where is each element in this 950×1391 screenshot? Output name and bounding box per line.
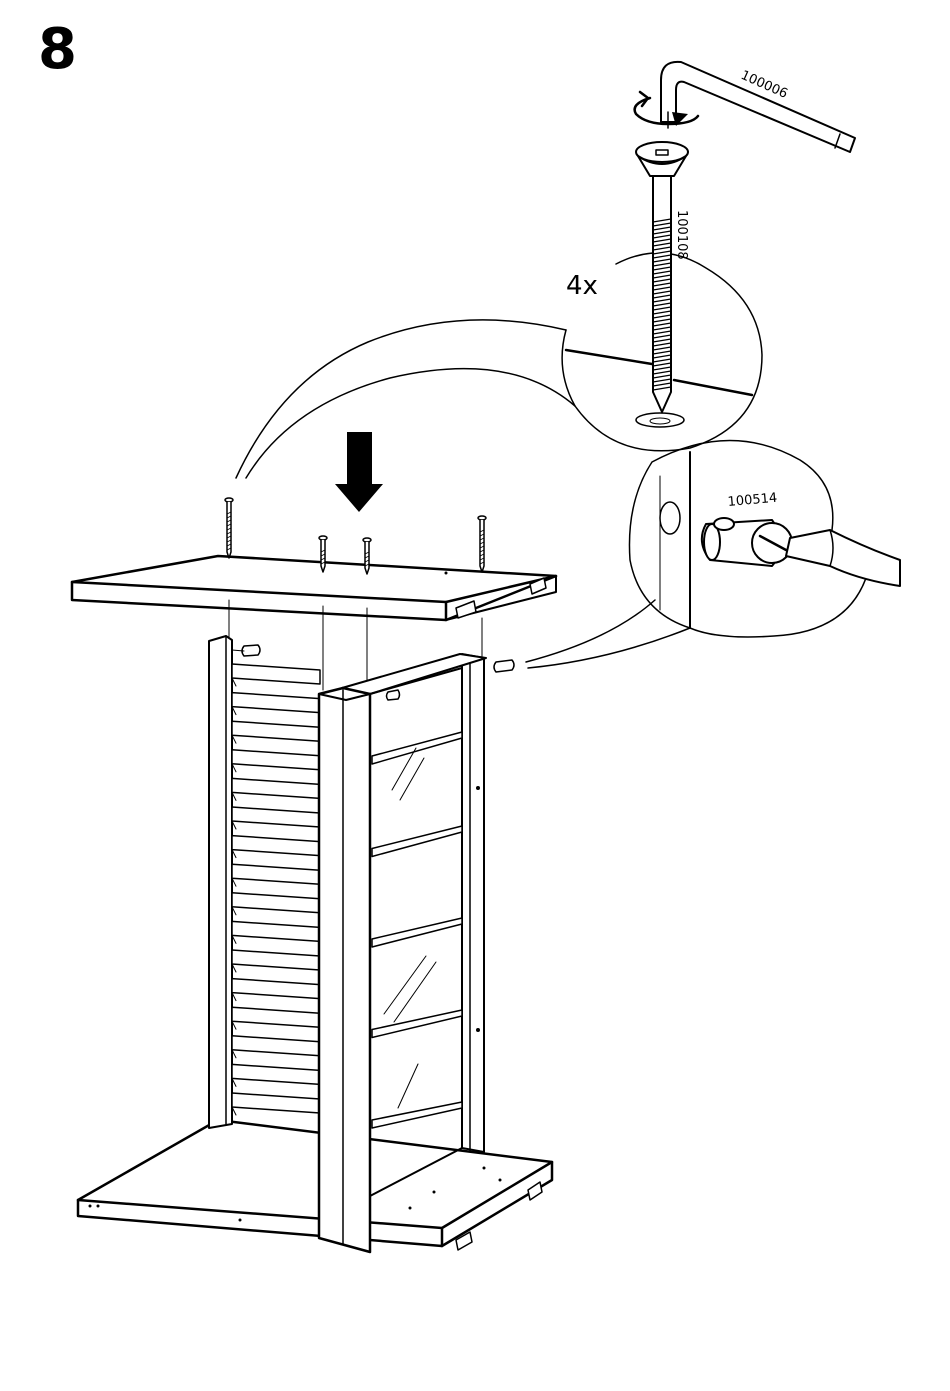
cam-nut-detail-callout: 100514 [526,440,900,668]
cam-nut-part-code: 100514 [727,491,778,510]
screw-detail-callout: 100108 4x [236,142,762,478]
slatted-back-panel [209,636,320,1128]
allen-key-icon: 100006 [635,62,855,152]
screw-quantity: 4x [566,271,598,301]
screw-part-code: 100108 [674,210,689,260]
step-number: 8 [38,22,77,78]
direction-arrow-icon [335,432,383,512]
